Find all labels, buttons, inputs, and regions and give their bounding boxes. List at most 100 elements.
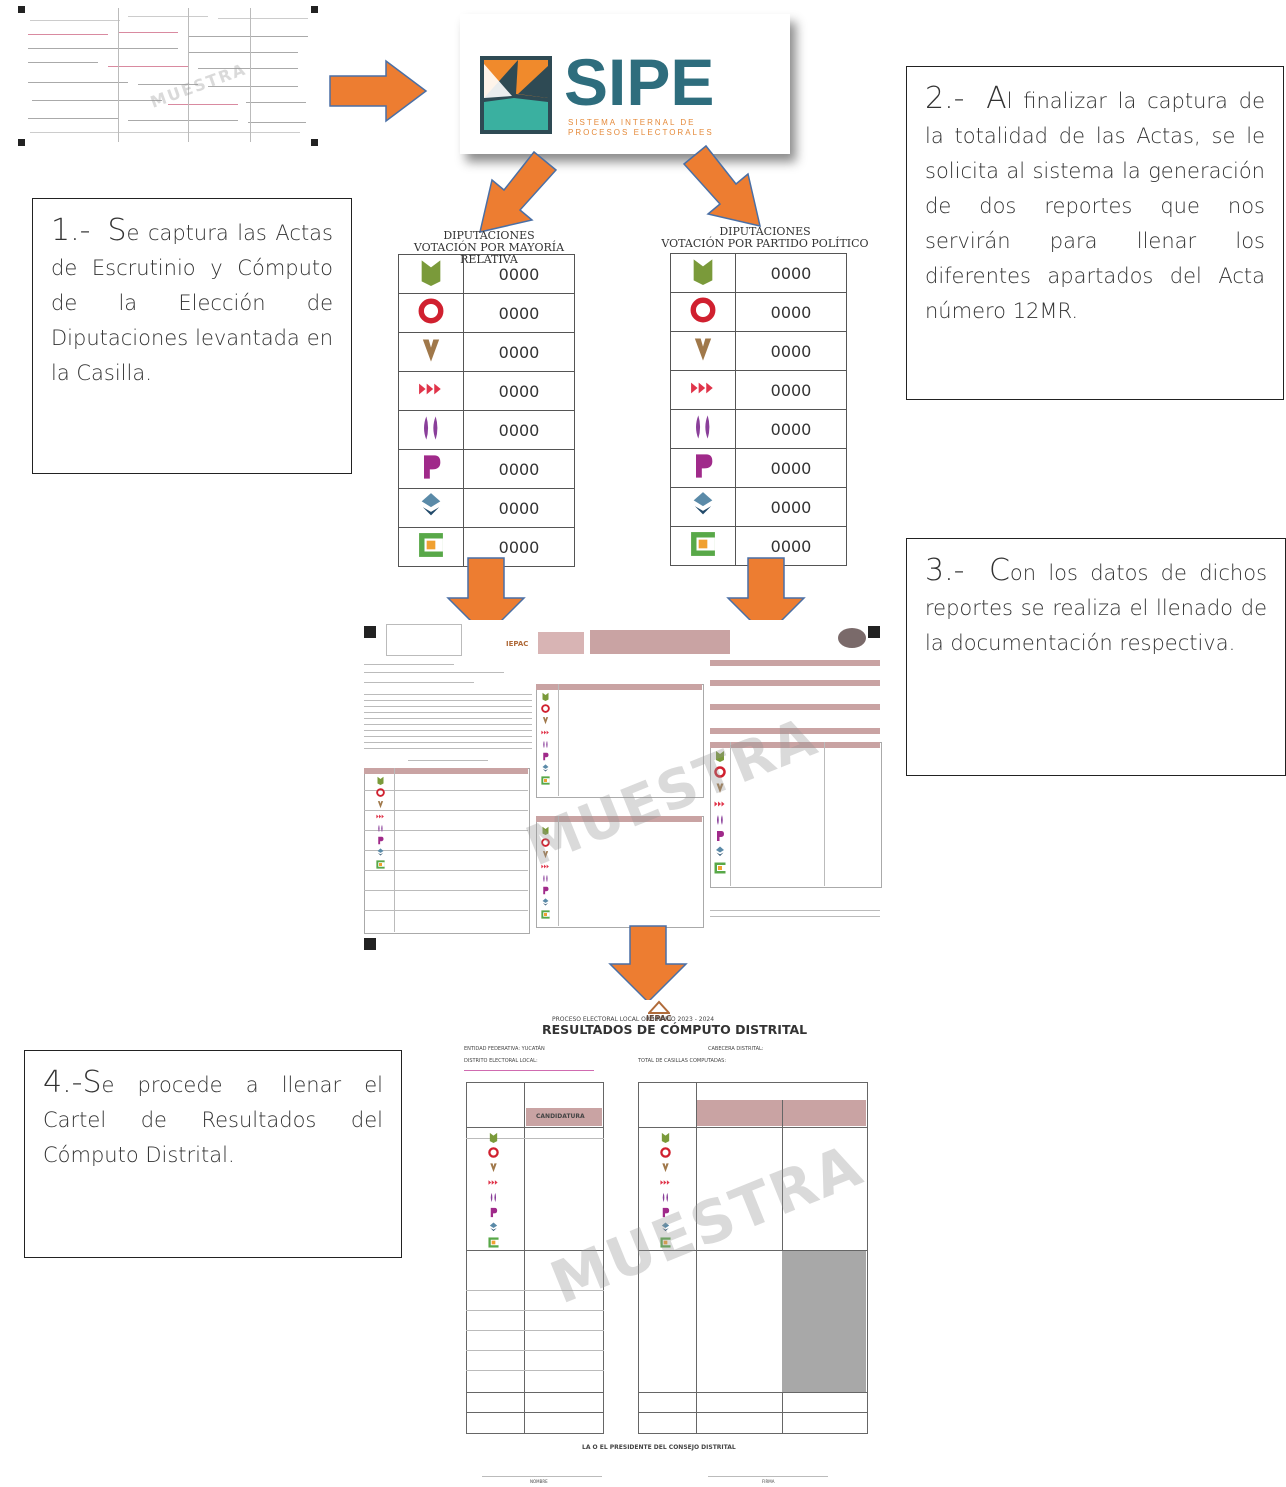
arrow-down-icon [726, 557, 806, 638]
sipe-wordmark: SIPE [564, 45, 715, 119]
party-cell [398, 410, 464, 450]
cartel-field-4: TOTAL DE CASILLAS COMPUTADAS: [638, 1058, 727, 1064]
step-2-initial: A [986, 81, 1007, 116]
cartel-resultados-thumbnail: IEPAC PROCESO ELECTORAL LOCAL ORDINARIO … [452, 1000, 880, 1487]
vote-count: 0000 [735, 253, 847, 293]
step-1-box: 1.- Se captura las Actas de Escrutinio y… [32, 198, 352, 474]
vote-count: 0000 [463, 332, 575, 372]
morena-logo-icon [714, 830, 726, 842]
cartel-logo: IEPAC [646, 1014, 672, 1023]
corner-mark [311, 6, 318, 13]
step-2-number: 2.- [925, 81, 965, 116]
prd-logo-icon [376, 800, 385, 809]
pvem-logo-icon [541, 910, 550, 919]
vote-count: 0000 [463, 488, 575, 528]
step-4-first: e procede a llenar el [101, 1073, 384, 1097]
vote-row: 0000 [670, 409, 847, 449]
cartel-field-3: DISTRITO ELECTORAL LOCAL: [464, 1058, 538, 1064]
prd-logo-icon [690, 335, 716, 363]
vote-row: 0000 [670, 370, 847, 410]
pan-logo-icon [376, 776, 385, 785]
nueva-alianza-logo-icon [376, 848, 385, 857]
mc-logo-icon [660, 1177, 671, 1188]
pan-logo-icon [690, 257, 716, 285]
step-2-box: 2.- Al finalizar la captura de la totali… [906, 66, 1284, 400]
party-cell [670, 370, 736, 410]
pvem-logo-icon [541, 776, 550, 785]
pvem-logo-icon [714, 862, 726, 874]
pt-logo-icon [714, 814, 726, 826]
step-3-first: on los datos de [1009, 561, 1187, 585]
vote-row: 0000 [670, 448, 847, 488]
vote-count: 0000 [463, 410, 575, 450]
pan-logo-icon [660, 1132, 671, 1143]
party-cell [670, 487, 736, 527]
morena-logo-icon [541, 752, 550, 761]
vote-row: 0000 [398, 293, 575, 333]
step-3-rest: dichos reportes se realiza el llenado de… [925, 561, 1268, 655]
vote-row: 0000 [398, 371, 575, 411]
corner-mark [18, 139, 25, 146]
acta-12mr-thumbnail: IEPAC MUESTRA [358, 620, 888, 956]
cartel-title: RESULTADOS DE CÓMPUTO DISTRITAL [542, 1022, 808, 1037]
pvem-logo-icon [418, 531, 444, 559]
step-4-rest: Cartel de Resultados del Cómputo Distrit… [43, 1108, 383, 1167]
nueva-alianza-logo-icon [690, 491, 716, 519]
arrow-down-icon [446, 557, 526, 638]
vote-row: 0000 [670, 253, 847, 293]
step-1-number: 1.- [51, 213, 91, 248]
arrow-down-left-icon [478, 150, 558, 234]
party-cell [398, 332, 464, 372]
nueva-alianza-logo-icon [541, 898, 550, 907]
step-3-box: 3.- Con los datos de dichos reportes se … [906, 538, 1286, 776]
pri-logo-icon [690, 296, 716, 324]
vote-count: 0000 [735, 487, 847, 527]
arrow-right-icon [329, 59, 428, 123]
vote-count: 0000 [463, 293, 575, 333]
pt-logo-icon [418, 414, 444, 442]
vote-row: 0000 [398, 332, 575, 372]
prd-logo-icon [418, 336, 444, 364]
vote-row: 0000 [670, 292, 847, 332]
report-right-title-1: DIPUTACIONES [719, 225, 811, 238]
morena-logo-icon [690, 452, 716, 480]
party-cell [670, 409, 736, 449]
report-left-title-1: DIPUTACIONES [443, 229, 535, 242]
pan-logo-icon [418, 258, 444, 286]
step-1-initial: S [107, 213, 127, 248]
step-1-rest: Actas de Escrutinio y Cómputo de la Elec… [51, 221, 333, 385]
mc-logo-icon [488, 1177, 499, 1188]
party-cell [398, 371, 464, 411]
nueva-alianza-logo-icon [418, 492, 444, 520]
party-cell [670, 448, 736, 488]
vote-row: 0000 [398, 449, 575, 489]
acta-escrutinio-thumbnail: MUESTRA [18, 6, 318, 146]
nueva-alianza-logo-icon [488, 1222, 499, 1233]
mc-logo-icon [418, 375, 444, 403]
report-right-title-2: VOTACIÓN POR PARTIDO POLÍTICO [661, 237, 869, 250]
step-3-text: 3.- Con los datos de dichos reportes se … [925, 553, 1267, 661]
pri-logo-icon [418, 297, 444, 325]
step-3-number: 3.- [925, 553, 965, 588]
mc-logo-icon [541, 728, 550, 737]
nueva-alianza-logo-icon [541, 764, 550, 773]
vote-count: 0000 [735, 331, 847, 371]
step-3-initial: C [988, 553, 1010, 588]
pri-logo-icon [488, 1147, 499, 1158]
vote-row: 0000 [670, 331, 847, 371]
party-cell [398, 527, 464, 567]
vote-count: 0000 [463, 254, 575, 294]
vote-row: 0000 [670, 487, 847, 527]
sipe-logo-icon [480, 56, 552, 134]
party-cell [398, 488, 464, 528]
cartel-field-2: CABECERA DISTRITAL: [708, 1046, 764, 1052]
pvem-logo-icon [376, 860, 385, 869]
sipe-logo-card: SIPE SISTEMA INTERNAL DE PROCESOS ELECTO… [460, 14, 790, 154]
step-1-text: 1.- Se captura las Actas de Escrutinio y… [51, 213, 333, 391]
iepac-logo-icon [648, 1000, 670, 1014]
arrow-down-right-icon [682, 144, 762, 228]
cartel-col-left: CANDIDATURA [536, 1113, 585, 1120]
pvem-logo-icon [690, 530, 716, 558]
vote-count: 0000 [735, 409, 847, 449]
